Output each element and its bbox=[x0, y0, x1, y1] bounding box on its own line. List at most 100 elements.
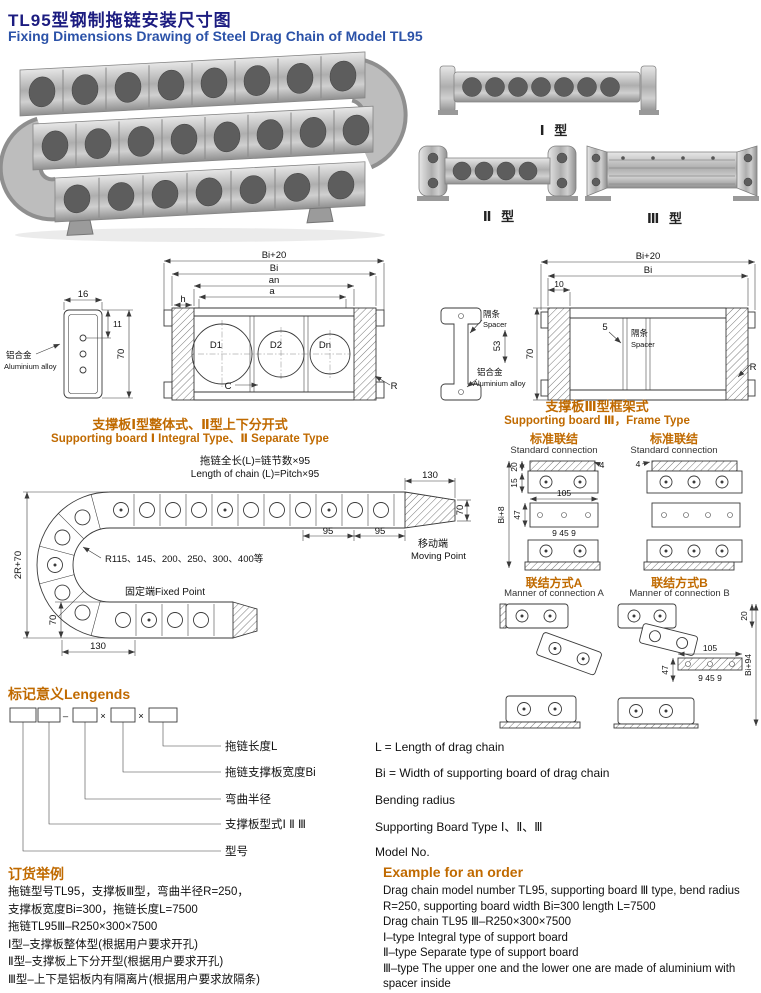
legend-label-length: 拖链长度L bbox=[225, 739, 278, 753]
drawing-type12: Bi+20 Bi an a h D1 D2 Dn C bbox=[4, 250, 398, 401]
order-en-line: Drag chain model number TL95, supporting… bbox=[383, 885, 740, 897]
dim-4-right: 4 bbox=[636, 459, 641, 469]
manner-a-drawing bbox=[499, 603, 602, 729]
order-en-line: R=250, supporting board width Bi=300 len… bbox=[383, 900, 656, 913]
order-zh-block: 拖链型号TL95，支撑板Ⅲ型，弯曲半径R=250， 支撑板宽度Bi=300，拖链… bbox=[8, 884, 378, 989]
legend-heading: 标记意义Lengends bbox=[8, 686, 131, 702]
order-en-line: Drag chain TL95 Ⅲ–R250×300×7500 bbox=[383, 916, 572, 928]
order-zh-line: 拖链TL95Ⅲ–R250×300×7500 bbox=[8, 921, 158, 933]
order-en-line: Ⅰ–type Integral type of support board bbox=[383, 931, 568, 944]
label-alloy-zh: 铝合金 bbox=[6, 350, 32, 360]
page-title-zh: TL95型钢制拖链安装尺寸图 bbox=[8, 11, 232, 30]
dim-95-b: 95 bbox=[375, 526, 386, 537]
manner-b-drawing: 20 105 9 45 9 47 Bi+94 bbox=[613, 603, 759, 729]
std-connection-right-title-en: Standard connection bbox=[630, 445, 718, 456]
dim-70-left: 70 bbox=[48, 615, 59, 626]
moving-point-en: Moving Point bbox=[411, 551, 466, 562]
photo-type1 bbox=[438, 65, 659, 115]
dim-47-left: 47 bbox=[512, 510, 522, 520]
std-connection-left-title-en: Standard connection bbox=[510, 445, 598, 456]
legend-box-radius bbox=[72, 707, 98, 723]
dim-20-b: 20 bbox=[739, 611, 749, 621]
label-r-t3: R bbox=[750, 362, 757, 373]
label-spacer-en: Spacer bbox=[483, 320, 507, 329]
order-en-line: Ⅱ–type Separate type of support board bbox=[383, 947, 579, 959]
legend-en-radius: Bending radius bbox=[375, 793, 456, 807]
main-product-photo bbox=[0, 51, 408, 242]
caption-type3-zh: 支撑板Ⅲ型框架式 bbox=[545, 399, 649, 414]
order-zh-line: Ⅰ型–支撑板整体型(根据用户要求开孔) bbox=[8, 938, 198, 951]
order-zh-heading: 订货举例 bbox=[8, 866, 64, 882]
order-en-line: Ⅲ–type The upper one and the lower one a… bbox=[383, 962, 736, 975]
dim-130-bottom: 130 bbox=[90, 641, 106, 652]
legend-box-model bbox=[9, 707, 37, 723]
label-spacer-zh: 隔条 bbox=[483, 309, 501, 319]
moving-end-plate bbox=[404, 491, 456, 529]
manner-b-title-en: Manner of connection B bbox=[629, 588, 730, 599]
manner-a-title-zh: 联结方式A bbox=[525, 576, 583, 590]
order-en-block: Drag chain model number TL95, supporting… bbox=[383, 884, 759, 993]
dim-bi20: Bi+20 bbox=[262, 250, 287, 261]
dim-9459-left: 9 45 9 bbox=[552, 528, 576, 538]
legend-en-width: Bi = Width of supporting board of drag c… bbox=[375, 766, 610, 780]
photo-type2 bbox=[417, 145, 578, 201]
legend-label-type: 支撑板型式Ⅰ Ⅱ Ⅲ bbox=[225, 817, 306, 831]
label-d2: D2 bbox=[270, 340, 282, 351]
label-alloy-en-t3: Aluminium alloy bbox=[473, 379, 526, 388]
dim-bi-t3: Bi bbox=[644, 265, 652, 276]
std-connection-left-drawing: 4 20 15 Bi+8 105 9 45 9 47 bbox=[496, 460, 605, 571]
side-plate-detail bbox=[63, 309, 103, 399]
dim-70-t3: 70 bbox=[525, 349, 536, 360]
legend-sep-times2: × bbox=[138, 711, 144, 722]
order-en-line: spacer inside bbox=[383, 978, 451, 990]
legend-box-type bbox=[37, 707, 61, 723]
photo-type1-label: Ⅰ 型 bbox=[539, 123, 571, 138]
caption-type3-en: Supporting board Ⅲ，Frame Type bbox=[504, 415, 690, 427]
legend-box-length bbox=[148, 707, 178, 723]
std-connection-right-title-zh: 标准联结 bbox=[649, 432, 698, 446]
page-title-en: Fixing Dimensions Drawing of Steel Drag … bbox=[8, 28, 423, 44]
dim-5-t3: 5 bbox=[602, 322, 607, 333]
dim-47-b: 47 bbox=[660, 665, 670, 675]
dim-16: 16 bbox=[78, 289, 89, 300]
dim-70: 70 bbox=[116, 349, 127, 360]
photo-type3-label: Ⅲ 型 bbox=[647, 211, 685, 226]
label-spacer2-zh: 隔条 bbox=[631, 328, 649, 338]
legend-label-width: 拖链支撑板宽度Bi bbox=[225, 765, 316, 779]
dim-105-left: 105 bbox=[557, 488, 571, 498]
legend-en-type: Supporting Board Type Ⅰ、Ⅱ、Ⅲ bbox=[375, 820, 543, 834]
dim-an: an bbox=[269, 275, 280, 286]
top-chain-run bbox=[110, 491, 456, 529]
chain-run-top bbox=[19, 51, 366, 117]
label-d1: D1 bbox=[210, 340, 222, 351]
caption-type12-zh: 支撑板Ⅰ型整体式、Ⅱ型上下分开式 bbox=[92, 417, 288, 432]
legend-label-radius: 弯曲半径 bbox=[225, 792, 271, 806]
bend-radius-series: R115、145、200、250、300、400等 bbox=[105, 553, 264, 565]
dim-20-left: 20 bbox=[509, 462, 519, 472]
label-r: R bbox=[391, 381, 398, 392]
dim-a: a bbox=[269, 286, 275, 297]
dim-10-t3: 10 bbox=[554, 279, 564, 289]
dim-2r70: 2R+70 bbox=[13, 551, 24, 579]
manner-b-title-zh: 联结方式B bbox=[651, 576, 708, 590]
dim-bi: Bi bbox=[270, 263, 278, 274]
frame-cross-section bbox=[540, 307, 756, 401]
legend-en-model: Model No. bbox=[375, 845, 430, 859]
legend-en-length: L = Length of drag chain bbox=[375, 740, 505, 754]
label-alloy-zh-t3: 铝合金 bbox=[477, 367, 503, 377]
order-en-heading: Example for an order bbox=[383, 864, 524, 880]
chain-run-middle bbox=[32, 105, 374, 171]
chain-length-formula-zh: 拖链全长(L)=链节数×95 bbox=[200, 454, 310, 467]
bottom-chain-run bbox=[110, 601, 258, 639]
chain-run-front bbox=[54, 161, 366, 236]
dim-bi94-b: Bi+94 bbox=[743, 654, 753, 676]
std-connection-left-title-zh: 标准联结 bbox=[529, 432, 578, 446]
legend-box-width bbox=[110, 707, 136, 723]
photo-type3 bbox=[585, 145, 759, 201]
manner-a-title-en: Manner of connection A bbox=[504, 588, 604, 599]
dim-70-right: 70 bbox=[455, 505, 466, 516]
dim-bi20-t3: Bi+20 bbox=[636, 251, 661, 262]
label-spacer2-en: Spacer bbox=[631, 340, 655, 349]
fixed-point-label: 固定端Fixed Point bbox=[125, 585, 205, 598]
